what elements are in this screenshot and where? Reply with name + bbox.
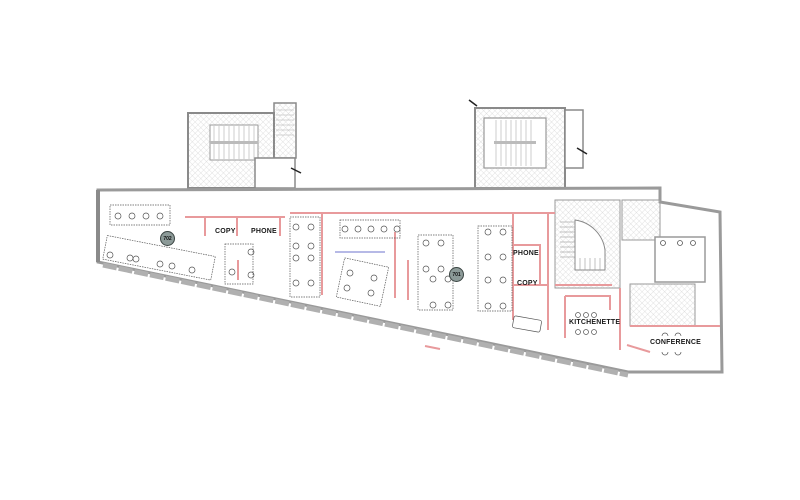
partitions xyxy=(185,212,720,353)
stair-core-east xyxy=(468,99,588,189)
stair-core-west xyxy=(187,102,302,189)
core-east xyxy=(554,199,706,327)
room-label-copy-east: COPY xyxy=(517,280,538,287)
room-label-phone-east: PHONE xyxy=(513,250,539,257)
room-label-kitchenette: KITCHENETTE xyxy=(569,319,621,326)
room-label-conference: CONFERENCE xyxy=(650,339,702,346)
room-label-copy-west: COPY xyxy=(215,228,236,235)
room-label-phone-west: PHONE xyxy=(251,228,277,235)
suite-701-badge: 701 xyxy=(449,267,464,282)
workstations xyxy=(102,204,682,356)
suite-702-badge: 702 xyxy=(160,231,175,246)
